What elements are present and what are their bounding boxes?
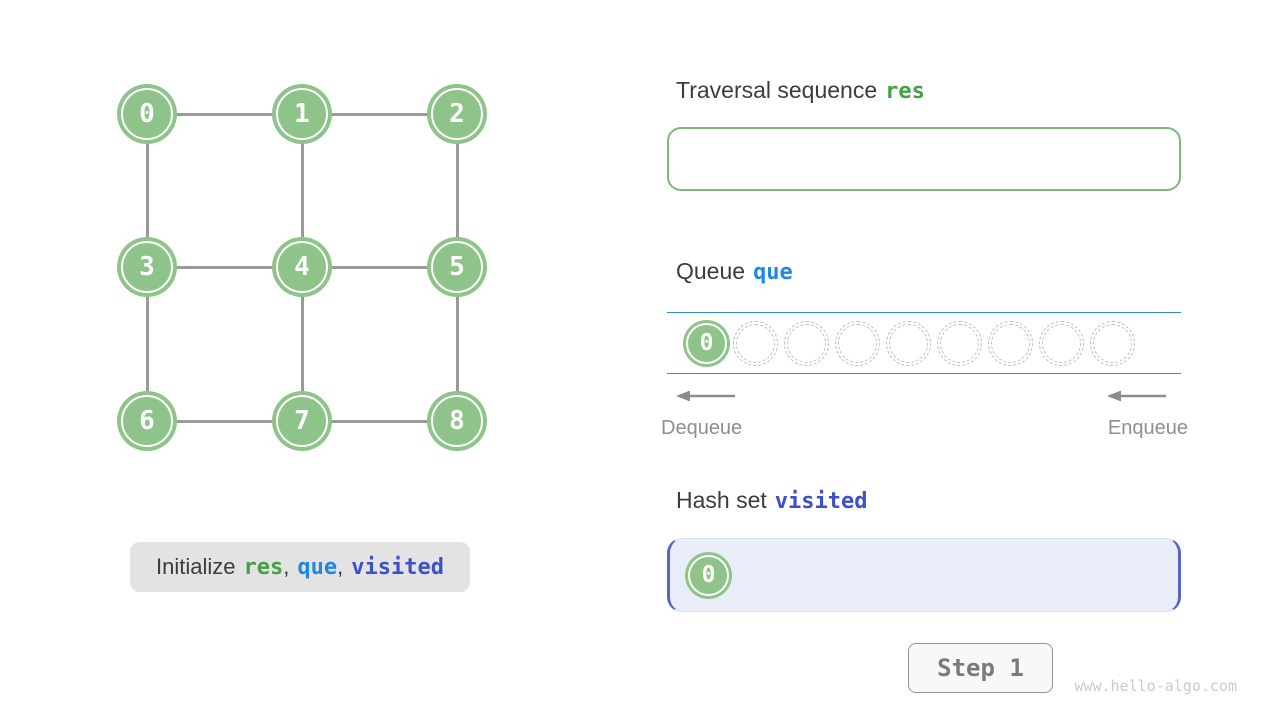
queue-cell-empty — [1039, 320, 1084, 366]
caption-var-visited: visited — [351, 554, 444, 580]
caption-separator: , — [337, 554, 344, 579]
caption-separator: , — [283, 554, 290, 579]
queue-container: 0 — [667, 312, 1181, 374]
queue-panel-title: Queue que — [676, 258, 793, 285]
graph-node-6: 6 — [121, 395, 173, 447]
visited-item: 0 — [688, 554, 729, 596]
queue-cell-empty — [988, 320, 1033, 366]
graph-node-7: 7 — [276, 395, 328, 447]
graph-node-8: 8 — [431, 395, 483, 447]
queue-cell-empty — [835, 320, 880, 366]
caption-var-que: que — [297, 554, 338, 580]
caption-text: Initialize — [156, 554, 236, 579]
queue-title-text: Queue — [676, 258, 746, 284]
res-panel-title: Traversal sequence res — [676, 77, 925, 104]
queue-cell-inner-ring — [1042, 323, 1081, 363]
dequeue-arrow-icon — [676, 390, 735, 402]
graph-node-0: 0 — [121, 88, 173, 140]
visited-container: 0 — [667, 538, 1181, 612]
graph-node-1: 1 — [276, 88, 328, 140]
queue-cell-inner-ring — [940, 323, 979, 363]
enqueue-arrow-icon — [1107, 390, 1166, 402]
queue-cell-inner-ring — [991, 323, 1030, 363]
res-title-text: Traversal sequence — [676, 77, 878, 103]
graph-node-3: 3 — [121, 241, 173, 293]
queue-cell-inner-ring — [787, 323, 826, 363]
queue-cell-empty — [937, 320, 982, 366]
visited-var-name: visited — [774, 489, 868, 514]
queue-cell-inner-ring — [736, 323, 775, 363]
graph-node-5: 5 — [431, 241, 483, 293]
queue-cell-empty — [733, 320, 778, 366]
queue-cell-empty — [1090, 320, 1135, 366]
step-button[interactable]: Step 1 — [908, 643, 1053, 693]
watermark: www.hello-algo.com — [1074, 677, 1237, 695]
queue-cell-filled: 0 — [686, 322, 727, 364]
queue-cell-inner-ring — [838, 323, 877, 363]
graph-node-4: 4 — [276, 241, 328, 293]
queue-cell-empty — [886, 320, 931, 366]
graph-node-2: 2 — [431, 88, 483, 140]
visited-title-text: Hash set — [676, 487, 767, 513]
queue-var-name: que — [753, 260, 793, 285]
dequeue-label: Dequeue — [661, 417, 743, 439]
enqueue-label: Enqueue — [1107, 417, 1188, 439]
res-container — [667, 127, 1181, 191]
queue-cell-inner-ring — [889, 323, 928, 363]
queue-cell-empty — [784, 320, 829, 366]
res-var-name: res — [885, 79, 925, 104]
queue-cell-inner-ring — [1093, 323, 1132, 363]
visited-panel-title: Hash set visited — [676, 487, 867, 514]
caption-var-res: res — [243, 554, 284, 580]
grid-graph: 0 1 2 3 4 5 6 7 8 — [0, 0, 560, 500]
